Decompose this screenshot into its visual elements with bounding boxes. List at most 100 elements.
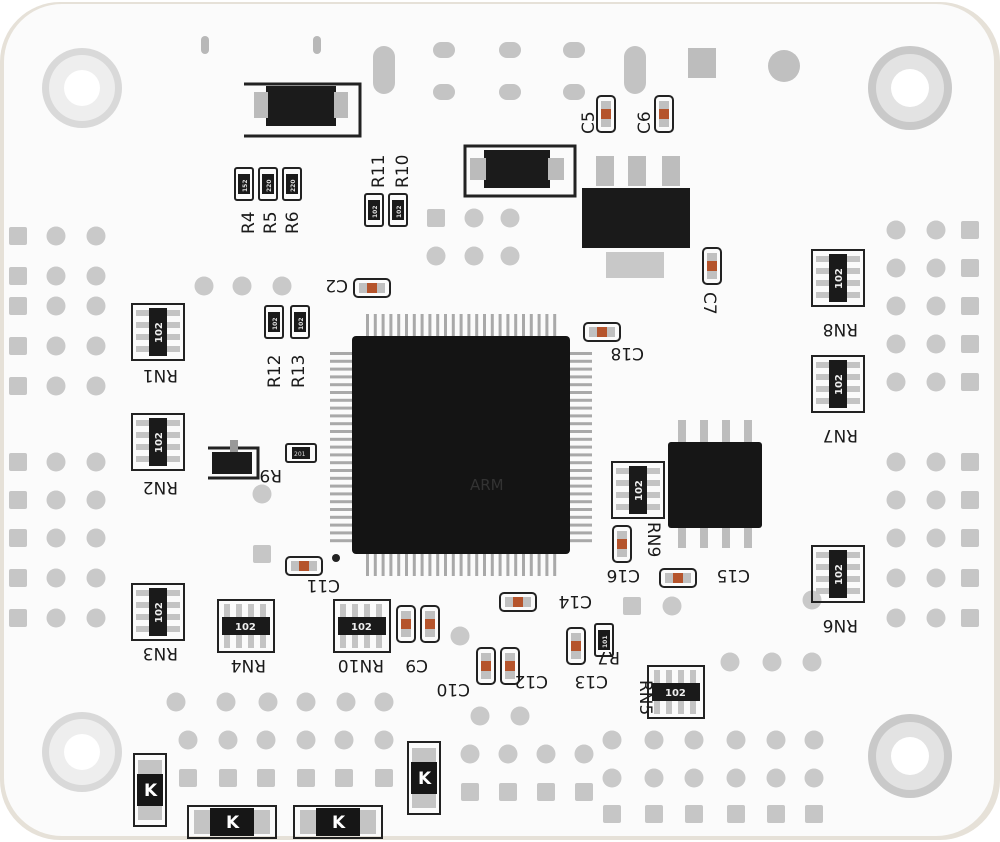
label-rn10: RN10 [338, 655, 384, 675]
mcu-pin [506, 552, 510, 576]
mcu-pin [330, 406, 354, 410]
resistor-network-rn1: 102 [131, 303, 185, 361]
square-pad [219, 769, 237, 787]
resistor-r9: 201 [285, 443, 317, 463]
capacitor-c2 [353, 278, 391, 298]
mcu-pin [483, 552, 486, 576]
mcu-pin [568, 422, 592, 426]
mcu-pin [373, 314, 377, 338]
mcu-pin [568, 500, 592, 504]
mcu-pin [568, 352, 592, 355]
mcu-pin [568, 476, 592, 480]
round-pad [926, 334, 946, 354]
round-pad [46, 608, 66, 628]
network-code: 102 [154, 432, 165, 453]
oval-pad [499, 84, 521, 100]
square-pad [575, 783, 593, 801]
label-c9: C9 [405, 655, 428, 675]
diode-left: K [133, 753, 167, 827]
mcu-pin [459, 552, 463, 576]
mcu-pin [568, 508, 592, 511]
round-pad [498, 744, 518, 764]
square-pad [257, 769, 275, 787]
mcu-pin [405, 552, 408, 576]
round-pad [460, 744, 480, 764]
resistor-code: 101 [602, 635, 609, 648]
round-pad [296, 692, 316, 712]
mcu-pin [330, 508, 354, 511]
capacitor-c15 [659, 568, 697, 588]
round-pad [46, 568, 66, 588]
square-pad [179, 769, 197, 787]
round-pad [886, 452, 906, 472]
mcu-pin [467, 314, 471, 338]
round-pad [926, 452, 946, 472]
network-code: 102 [834, 374, 845, 395]
label-rn8: RN8 [823, 319, 858, 339]
round-pad [86, 226, 106, 246]
square-pad [767, 805, 785, 823]
round-pad [86, 266, 106, 286]
round-pad [178, 730, 198, 750]
round-pad [86, 336, 106, 356]
resistor-network-rn6: 102 [811, 545, 865, 603]
square-pad [961, 569, 979, 587]
square-pad [537, 783, 555, 801]
diode-mark: K [226, 813, 240, 833]
voltage-regulator-sot223 [582, 156, 690, 278]
square-pad [335, 769, 353, 787]
mcu-pin [568, 523, 592, 527]
mcu-pin [467, 552, 471, 576]
round-pad [46, 266, 66, 286]
network-code: 102 [634, 480, 645, 501]
mcu-pin [420, 314, 424, 338]
resistor-network-rn8: 102 [811, 249, 865, 307]
resistor-network-rn9: 102 [611, 461, 665, 519]
round-pad [886, 220, 906, 240]
round-pad [86, 608, 106, 628]
mcu-pin [475, 314, 479, 338]
round-pad [926, 528, 946, 548]
round-pad [258, 692, 278, 712]
round-pad [726, 730, 746, 750]
capacitor-c16 [612, 525, 632, 563]
network-code: 102 [834, 268, 845, 289]
round-pad [336, 692, 356, 712]
label-r4: R4 [239, 211, 259, 234]
mcu-pin [330, 469, 354, 472]
round-pad [886, 568, 906, 588]
round-pad [46, 528, 66, 548]
mcu-pin [514, 552, 518, 576]
label-c16: C16 [606, 565, 640, 585]
square-pad [685, 805, 703, 823]
mcu-pin [330, 523, 354, 527]
resistor-network-rn10: 102 [333, 599, 391, 653]
resistor-code: 102 [298, 317, 305, 330]
label-r7: R7 [597, 647, 620, 667]
oval-pad [563, 42, 585, 58]
mcu-pin [330, 375, 354, 379]
mcu-pin [545, 552, 549, 576]
mcu-pin [568, 469, 592, 472]
mcu-pin [568, 383, 592, 387]
mcu-pin [568, 430, 592, 433]
silkscreen-labels: R4 R5 R6 R11 R10 R12 R13 R9 R7 C5 C6 C7 … [143, 111, 858, 715]
round-pad [926, 568, 946, 588]
mcu-pin [436, 552, 440, 576]
square-pad [961, 221, 979, 239]
round-pad [218, 730, 238, 750]
square-pad [297, 769, 315, 787]
mcu-pin [568, 367, 592, 371]
resistor-r5: 220 [258, 167, 278, 201]
round-pad [426, 246, 446, 266]
mcu-pin [420, 552, 424, 576]
mcu-pin [330, 500, 354, 504]
mcu-pin [330, 422, 354, 426]
diode-bottom-1: K [187, 805, 277, 839]
round-pad [926, 258, 946, 278]
network-code: 102 [834, 564, 845, 585]
round-pad [86, 296, 106, 316]
mcu-pin [330, 383, 354, 387]
mcu-pin [568, 398, 592, 402]
mcu-pins [330, 314, 592, 576]
